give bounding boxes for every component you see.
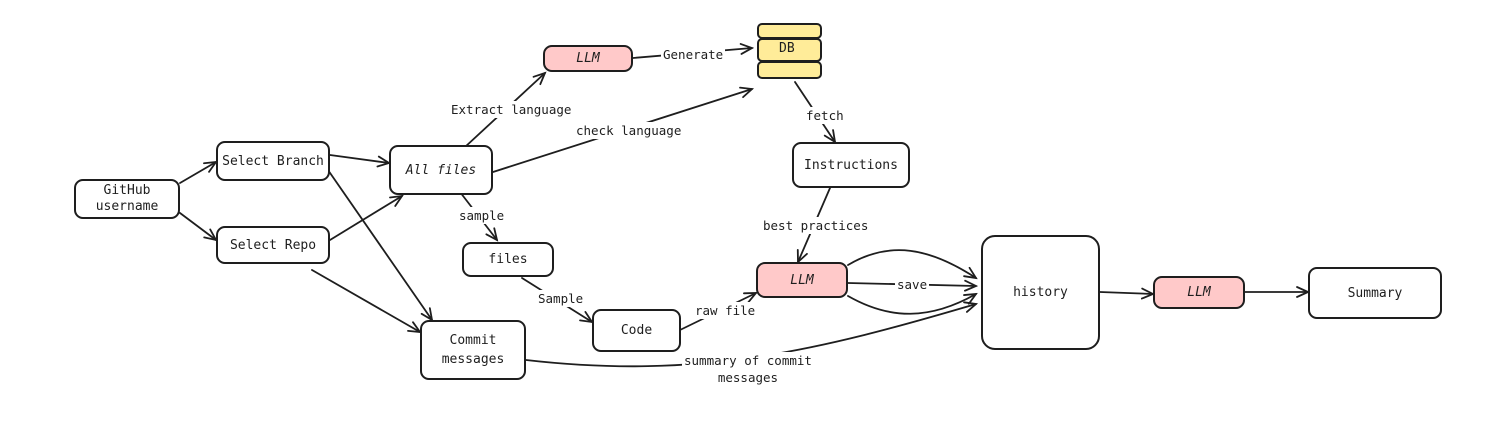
llm-right-node[interactable]: LLM <box>1153 276 1245 309</box>
edge-branch-commit <box>327 169 432 320</box>
db-stack[interactable]: DB <box>757 23 822 80</box>
history-node[interactable]: history <box>981 235 1100 350</box>
code-node[interactable]: Code <box>592 309 681 352</box>
label-save: save <box>895 276 930 293</box>
label-check-language: check language <box>574 122 684 139</box>
label-summary-of-commit-messages: summary of commit messages <box>682 352 814 386</box>
label-raw-file: raw file <box>693 302 758 319</box>
edge-branch-allfiles <box>329 154 389 163</box>
edge-repo-allfiles <box>329 196 402 241</box>
db-layer-top <box>757 23 822 39</box>
edge-username-repo <box>179 212 216 240</box>
summary-node[interactable]: Summary <box>1308 267 1442 319</box>
commit-messages-node[interactable]: Commit messages <box>420 320 526 380</box>
select-repo-node[interactable]: Select Repo <box>216 226 330 264</box>
label-best-practices: best practices <box>761 217 871 234</box>
edge-username-branch <box>179 162 216 184</box>
select-branch-node[interactable]: Select Branch <box>216 141 330 181</box>
label-extract-language: Extract language <box>449 101 574 118</box>
db-label: DB <box>779 41 795 56</box>
llm-top-node[interactable]: LLM <box>543 45 633 72</box>
files-node[interactable]: files <box>462 242 554 277</box>
db-layer-bottom <box>757 61 822 79</box>
github-username-node[interactable]: GitHub username <box>74 179 180 219</box>
label-fetch: fetch <box>804 107 846 124</box>
edge-repo-commit <box>311 269 420 332</box>
edge-history-llm <box>1099 292 1153 294</box>
label-generate: Generate <box>661 46 726 63</box>
label-sample-lower: sample <box>457 207 507 224</box>
label-sample-upper: Sample <box>536 290 586 307</box>
llm-mid-node[interactable]: LLM <box>756 262 848 298</box>
all-files-node[interactable]: All files <box>389 145 493 195</box>
edge-llm-history-upper <box>847 249 976 278</box>
edge-llm-history-lower <box>847 294 976 315</box>
instructions-node[interactable]: Instructions <box>792 142 910 188</box>
